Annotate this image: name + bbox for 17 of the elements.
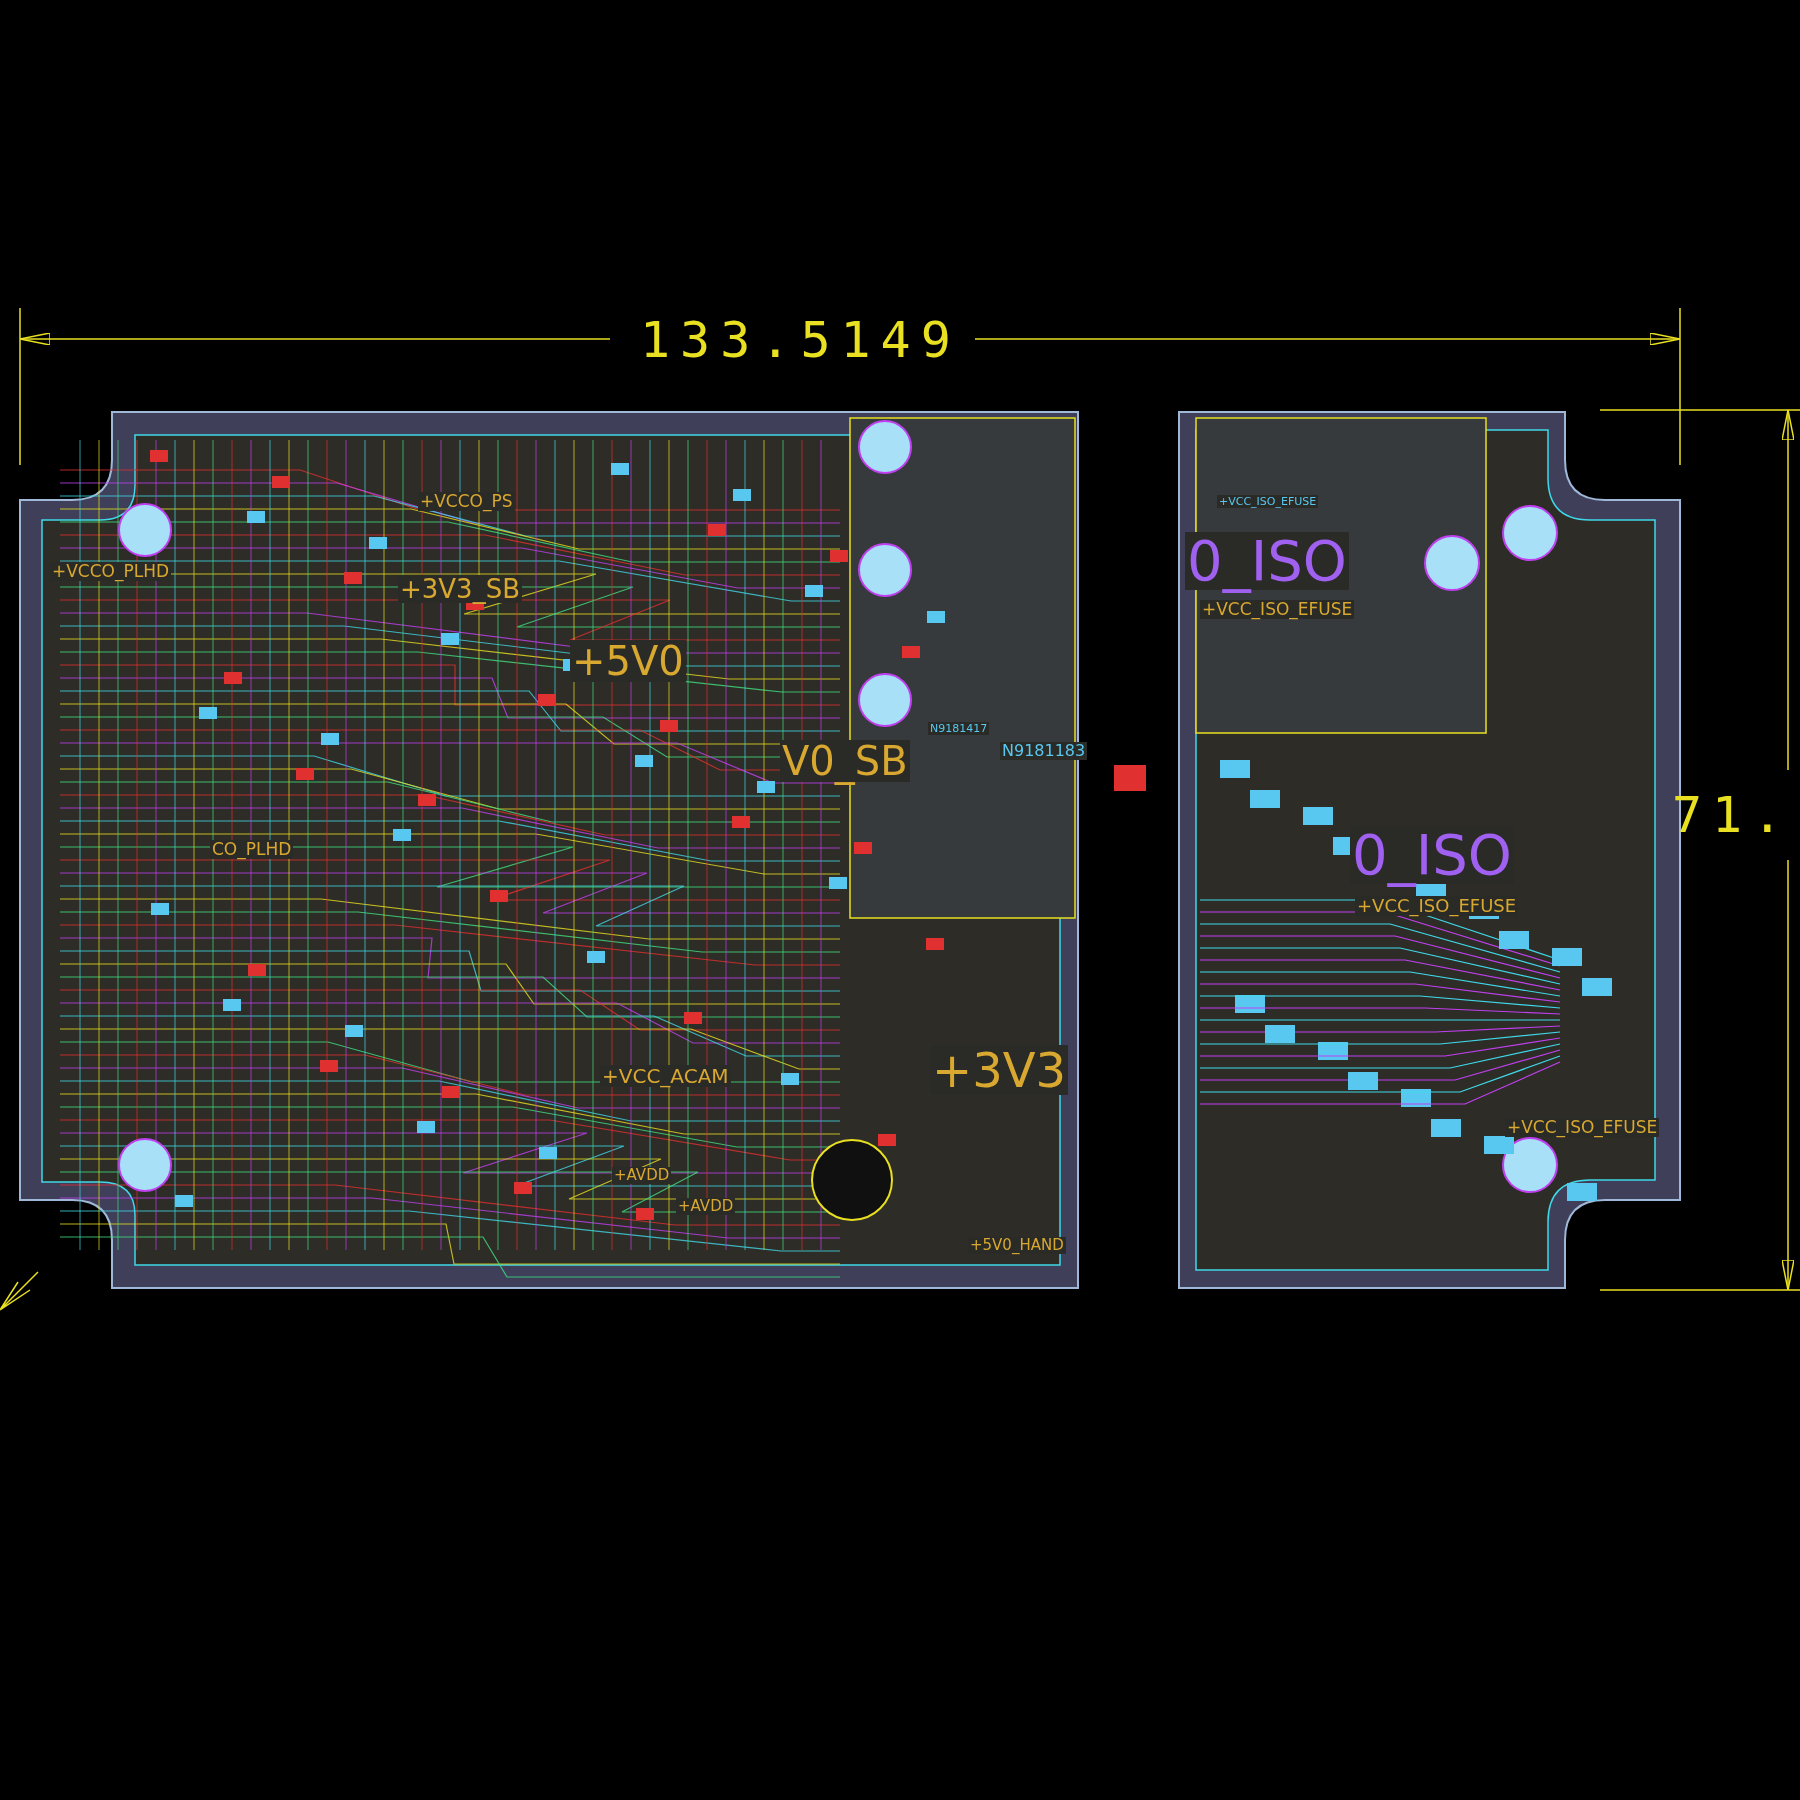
net-label: +VCC_ACAM: [600, 1065, 731, 1087]
net-label: +AVDD: [676, 1198, 736, 1215]
net-label: N9181183: [1000, 742, 1088, 760]
net-label: +VCC_ISO_EFUSE: [1505, 1118, 1660, 1137]
dimension-value: 133.5149: [640, 315, 961, 365]
net-label: +VCC_ISO_EFUSE: [1355, 896, 1519, 916]
net-label: N9181417: [928, 722, 990, 735]
net-label: +3V3: [930, 1045, 1069, 1095]
net-label: +VCC_ISO_EFUSE: [1200, 600, 1355, 619]
net-label: +VCCO_PLHD: [50, 562, 172, 581]
net-label: +5V0_HAND: [968, 1237, 1066, 1254]
net-label: +5V0: [570, 640, 686, 682]
net-label: +VCC_ISO_EFUSE: [1217, 495, 1319, 508]
net-label: +AVDD: [612, 1167, 672, 1184]
net-label: CO_PLHD: [210, 840, 294, 859]
net-label: +VCCO_PS: [418, 492, 515, 511]
net-label: +3V3_SB: [398, 575, 522, 603]
